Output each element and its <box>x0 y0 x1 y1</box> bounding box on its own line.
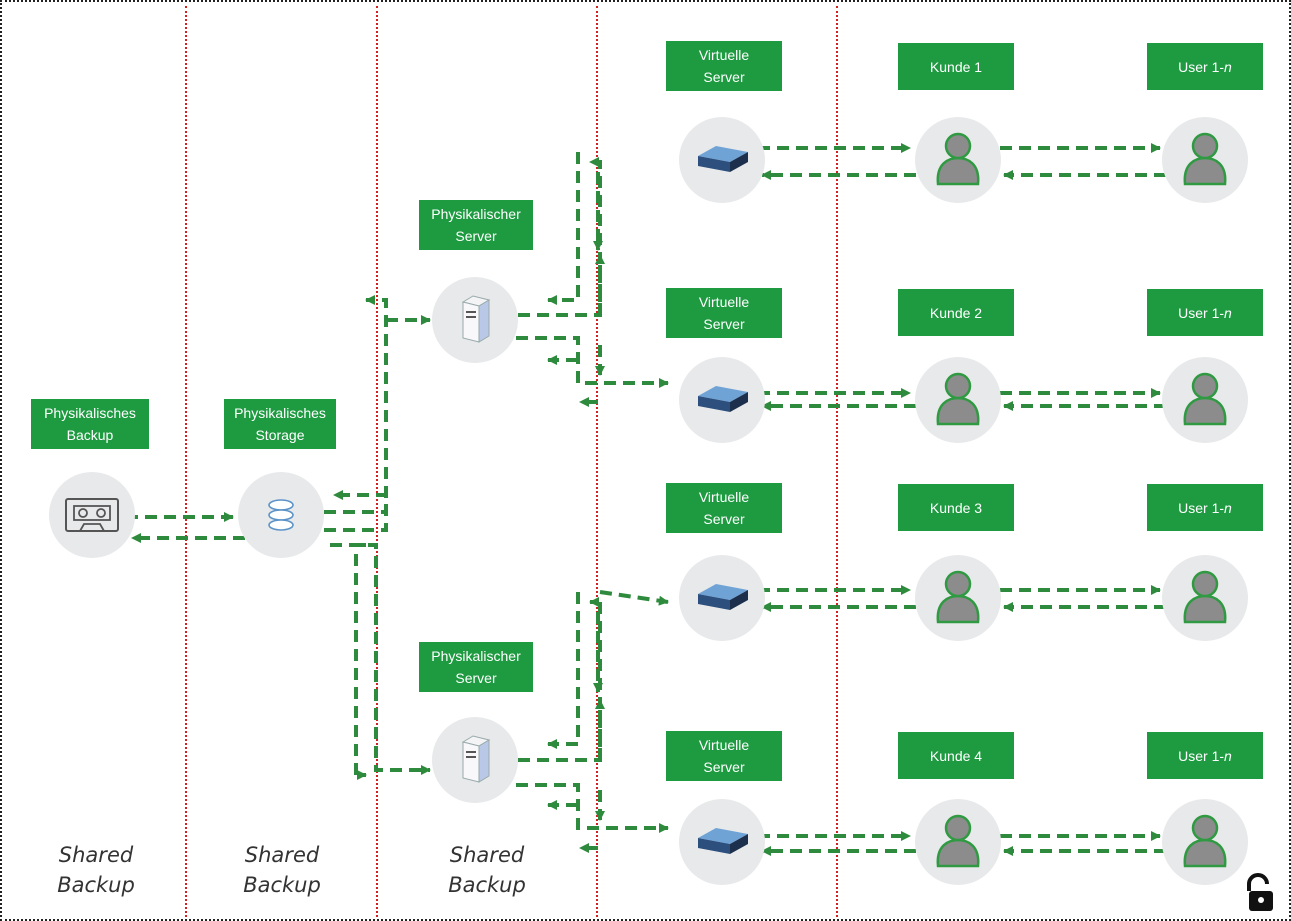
virtual-server-label-3: Virtuelle Server <box>666 483 782 533</box>
rack-server-icon <box>679 357 765 443</box>
virtual-server-label-4: Virtuelle Server <box>666 731 782 781</box>
rack-server-icon <box>679 799 765 885</box>
flow-arrow <box>547 152 580 305</box>
flow-arrow <box>516 783 669 833</box>
virtual-server-label-1: Virtuelle Server <box>666 41 782 91</box>
zone-caption-1: Shared Backup <box>57 843 135 897</box>
user-label-3: User 1-n <box>1147 484 1263 531</box>
customer-label-1: Kunde 1 <box>898 43 1014 90</box>
person-icon <box>1162 117 1248 203</box>
flow-arrow <box>354 543 367 780</box>
flow-arrow <box>516 336 669 388</box>
user-label-2: User 1-n <box>1147 289 1263 336</box>
rack-server-icon <box>679 117 765 203</box>
flow-arrow <box>330 543 431 775</box>
flow-arrow <box>324 490 388 532</box>
user-label-4: User 1-n <box>1147 732 1263 779</box>
person-icon <box>1162 357 1248 443</box>
person-icon <box>915 357 1001 443</box>
flow-arrow <box>599 590 669 606</box>
virtual-server-label-2: Virtuelle Server <box>666 288 782 338</box>
flow-arrow <box>324 295 388 514</box>
server-tower-icon <box>432 717 518 803</box>
zone-separator <box>836 6 838 917</box>
database-icon <box>238 472 324 558</box>
customer-label-4: Kunde 4 <box>898 732 1014 779</box>
customer-label-2: Kunde 2 <box>898 289 1014 336</box>
zone-separator <box>185 6 187 917</box>
user-label-1: User 1-n <box>1147 43 1263 90</box>
person-icon <box>1162 555 1248 641</box>
padlock-open-icon <box>1247 873 1273 911</box>
person-icon <box>915 799 1001 885</box>
physical-server-label-1: Physikalischer Server <box>419 200 533 250</box>
tape-cassette-icon <box>49 472 135 558</box>
physical-server-label-2: Physikalischer Server <box>419 642 533 692</box>
server-tower-icon <box>432 277 518 363</box>
zone-caption-2: Shared Backup <box>243 843 321 897</box>
zone-separator <box>596 6 598 917</box>
zone-separator <box>376 6 378 917</box>
flow-arrow <box>547 592 580 749</box>
rack-server-icon <box>679 555 765 641</box>
person-icon <box>915 555 1001 641</box>
person-icon <box>915 117 1001 203</box>
person-icon <box>1162 799 1248 885</box>
customer-label-3: Kunde 3 <box>898 484 1014 531</box>
physical-storage-label: Physikalisches Storage <box>224 399 336 449</box>
zone-caption-3: Shared Backup <box>448 843 526 897</box>
physical-backup-label: Physikalisches Backup <box>31 399 149 449</box>
